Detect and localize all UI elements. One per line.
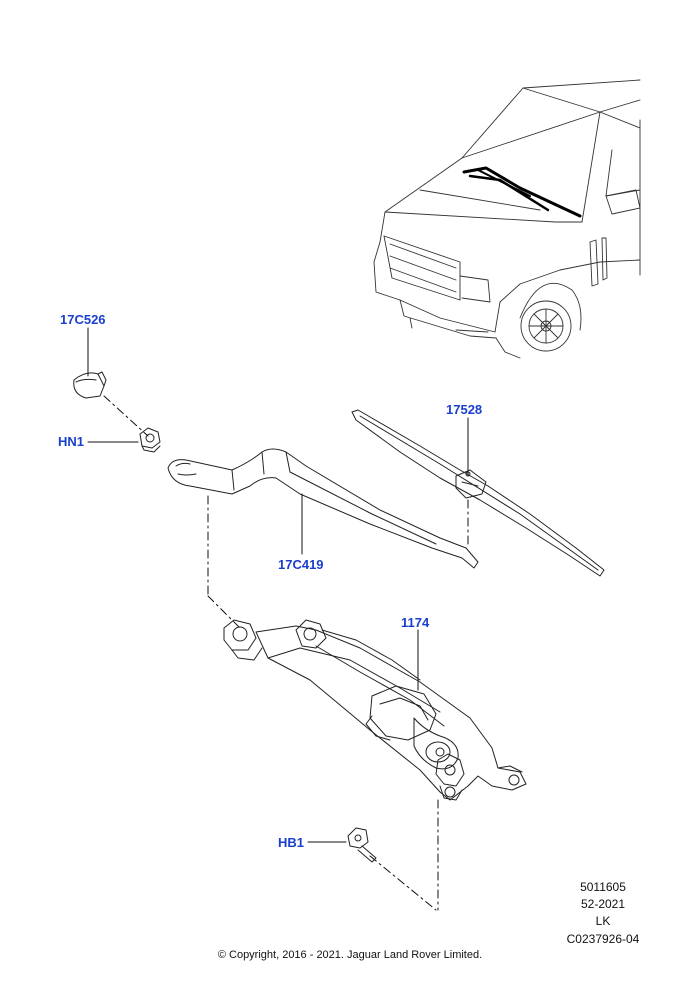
copyright-notice: © Copyright, 2016 - 2021. Jaguar Land Ro… [217, 949, 483, 961]
meta-line-1: 5011605 [580, 880, 626, 894]
wiper-blade-part [351, 409, 605, 577]
callout-blade: 17528 [446, 402, 483, 417]
leader-lines [87, 327, 469, 843]
linkage-motor-part [223, 619, 527, 801]
meta-line-3: LK [595, 914, 611, 928]
meta-line-4: C0237926-04 [566, 932, 640, 946]
assembly-centerlines [103, 395, 469, 911]
callout-linkage-motor: 1174 [401, 615, 430, 630]
cap-part [73, 371, 107, 399]
callout-arm: 17C419 [278, 557, 324, 572]
callout-cap: 17C526 [60, 312, 106, 327]
callout-nut: HN1 [58, 434, 85, 449]
wiper-arm-part [167, 448, 479, 569]
vehicle-illustration [373, 79, 641, 359]
bolt-part [347, 827, 377, 863]
meta-line-2: 52-2021 [580, 897, 626, 911]
callout-bolt: HB1 [278, 835, 305, 850]
nut-part [139, 427, 161, 453]
